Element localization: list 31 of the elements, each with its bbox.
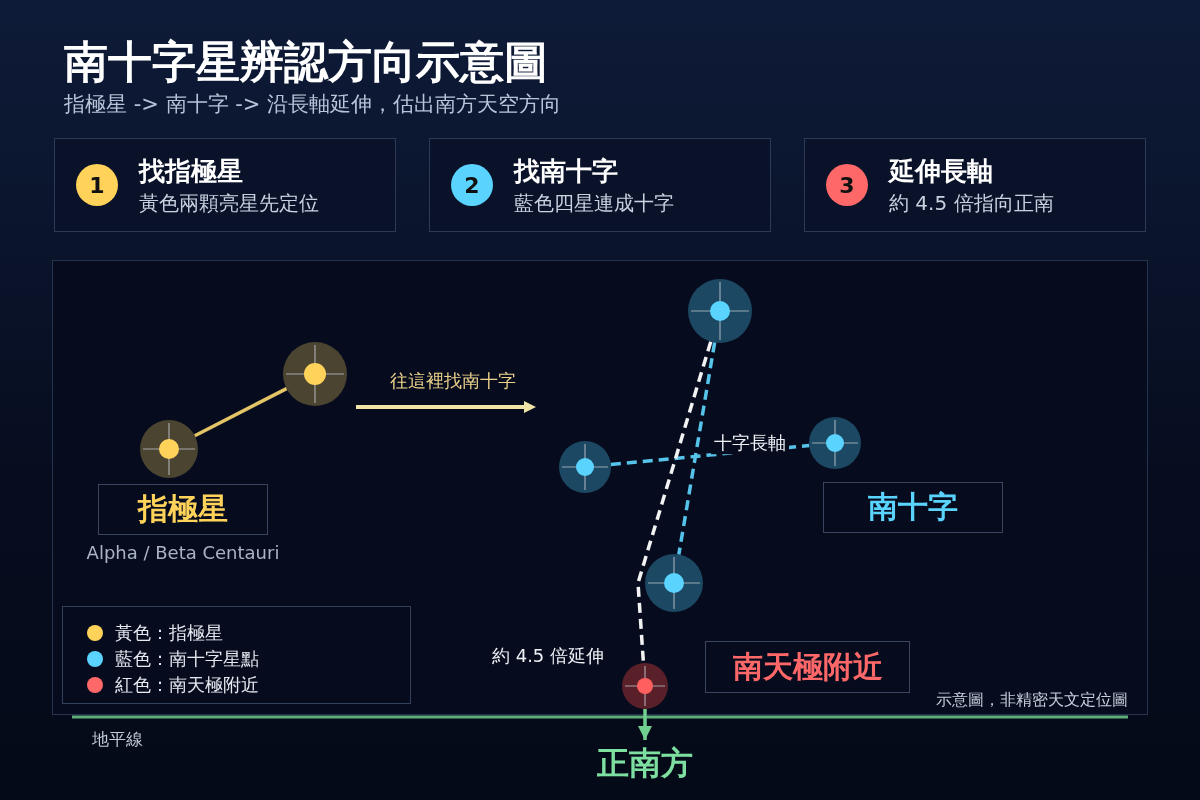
step-card bbox=[429, 138, 771, 232]
step-number-badge: 1 bbox=[76, 164, 118, 206]
arrow bbox=[638, 709, 652, 740]
title: 南十字星辨認方向示意圖 bbox=[64, 35, 548, 89]
step-heading: 找指極星 bbox=[139, 155, 243, 187]
step-card bbox=[54, 138, 396, 232]
step-heading: 找南十字 bbox=[514, 155, 618, 187]
direction-label: 正南方 bbox=[590, 740, 700, 788]
connector-line bbox=[636, 341, 713, 664]
step-description: 黃色兩顆亮星先定位 bbox=[139, 190, 319, 216]
step-card bbox=[804, 138, 1146, 232]
step-description: 藍色四星連成十字 bbox=[514, 190, 674, 216]
connector-line bbox=[677, 342, 717, 555]
legend-text: 紅色：南天極附近 bbox=[115, 673, 259, 697]
name-label: 南天極附近 bbox=[705, 641, 910, 693]
legend-text: 黃色：指極星 bbox=[115, 621, 223, 645]
node-label: Alpha / Beta Centauri bbox=[85, 542, 281, 563]
step-description: 約 4.5 倍指向正南 bbox=[889, 190, 1054, 216]
edge-label: 十字長軸 bbox=[711, 432, 789, 454]
connector-line bbox=[194, 387, 288, 438]
legend-text: 藍色：南十字星點 bbox=[115, 647, 259, 671]
step-number-badge: 2 bbox=[451, 164, 493, 206]
name-label: 指極星 bbox=[98, 484, 268, 535]
sky-panel bbox=[52, 260, 1148, 715]
step-number-badge: 3 bbox=[826, 164, 868, 206]
step-heading: 延伸長軸 bbox=[889, 155, 993, 187]
subtitle: 指極星 -> 南十字 -> 沿長軸延伸，估出南方天空方向 bbox=[64, 92, 562, 118]
name-label: 南十字 bbox=[823, 482, 1003, 533]
footnote: 示意圖，非精密天文定位圖 bbox=[936, 690, 1128, 710]
hint-text: 往這裡找南十字 bbox=[390, 370, 516, 392]
horizon-label: 地平線 bbox=[92, 729, 143, 750]
